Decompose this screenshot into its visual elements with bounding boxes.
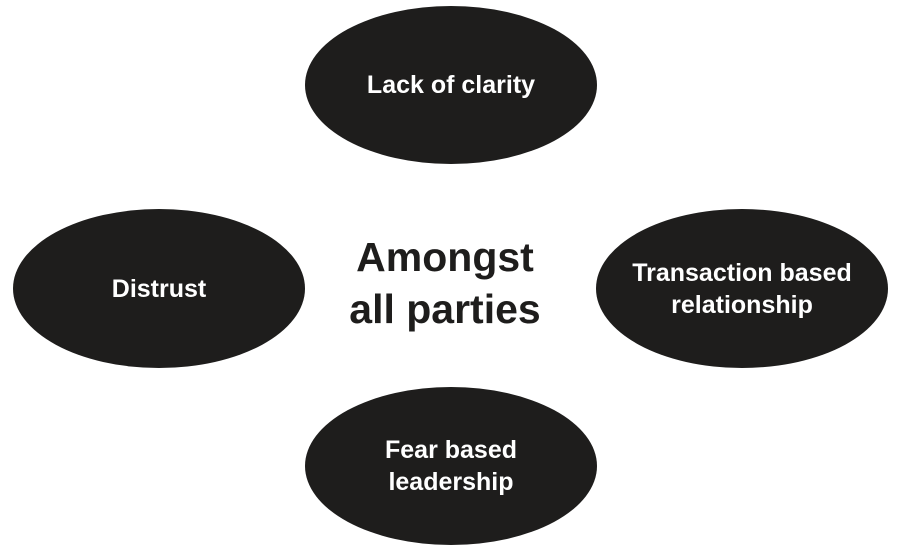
ellipse-fear-based-leadership-line2: leadership <box>388 468 514 496</box>
center-label: Amongst all parties <box>300 228 590 338</box>
ellipse-distrust-line1: Distrust <box>111 274 207 303</box>
ellipse-transaction-based-relationship: Transaction based relationship <box>596 209 888 368</box>
ellipse-distrust: Distrust <box>13 209 305 368</box>
ellipse-transaction-based-relationship-line2: relationship <box>671 290 813 319</box>
center-label-line2: all parties <box>349 286 541 332</box>
ellipse-fear-based-leadership-line1: Fear based <box>384 436 517 464</box>
ellipse-fear-based-leadership-text: Fear based leadership <box>385 434 517 498</box>
ellipse-lack-of-clarity: Lack of clarity <box>305 6 597 164</box>
center-label-line1: Amongst <box>356 234 534 280</box>
ellipse-distrust-text: Distrust <box>112 273 206 305</box>
ellipse-transaction-based-relationship-text: Transaction based relationship <box>632 257 852 321</box>
ellipse-transaction-based-relationship-line1: Transaction based <box>632 258 852 287</box>
ellipse-fear-based-leadership: Fear based leadership <box>305 387 597 545</box>
ellipse-lack-of-clarity-line1: Lack of clarity <box>366 71 536 99</box>
ellipse-lack-of-clarity-text: Lack of clarity <box>367 69 535 101</box>
center-label-text: Amongst all parties <box>349 231 540 335</box>
